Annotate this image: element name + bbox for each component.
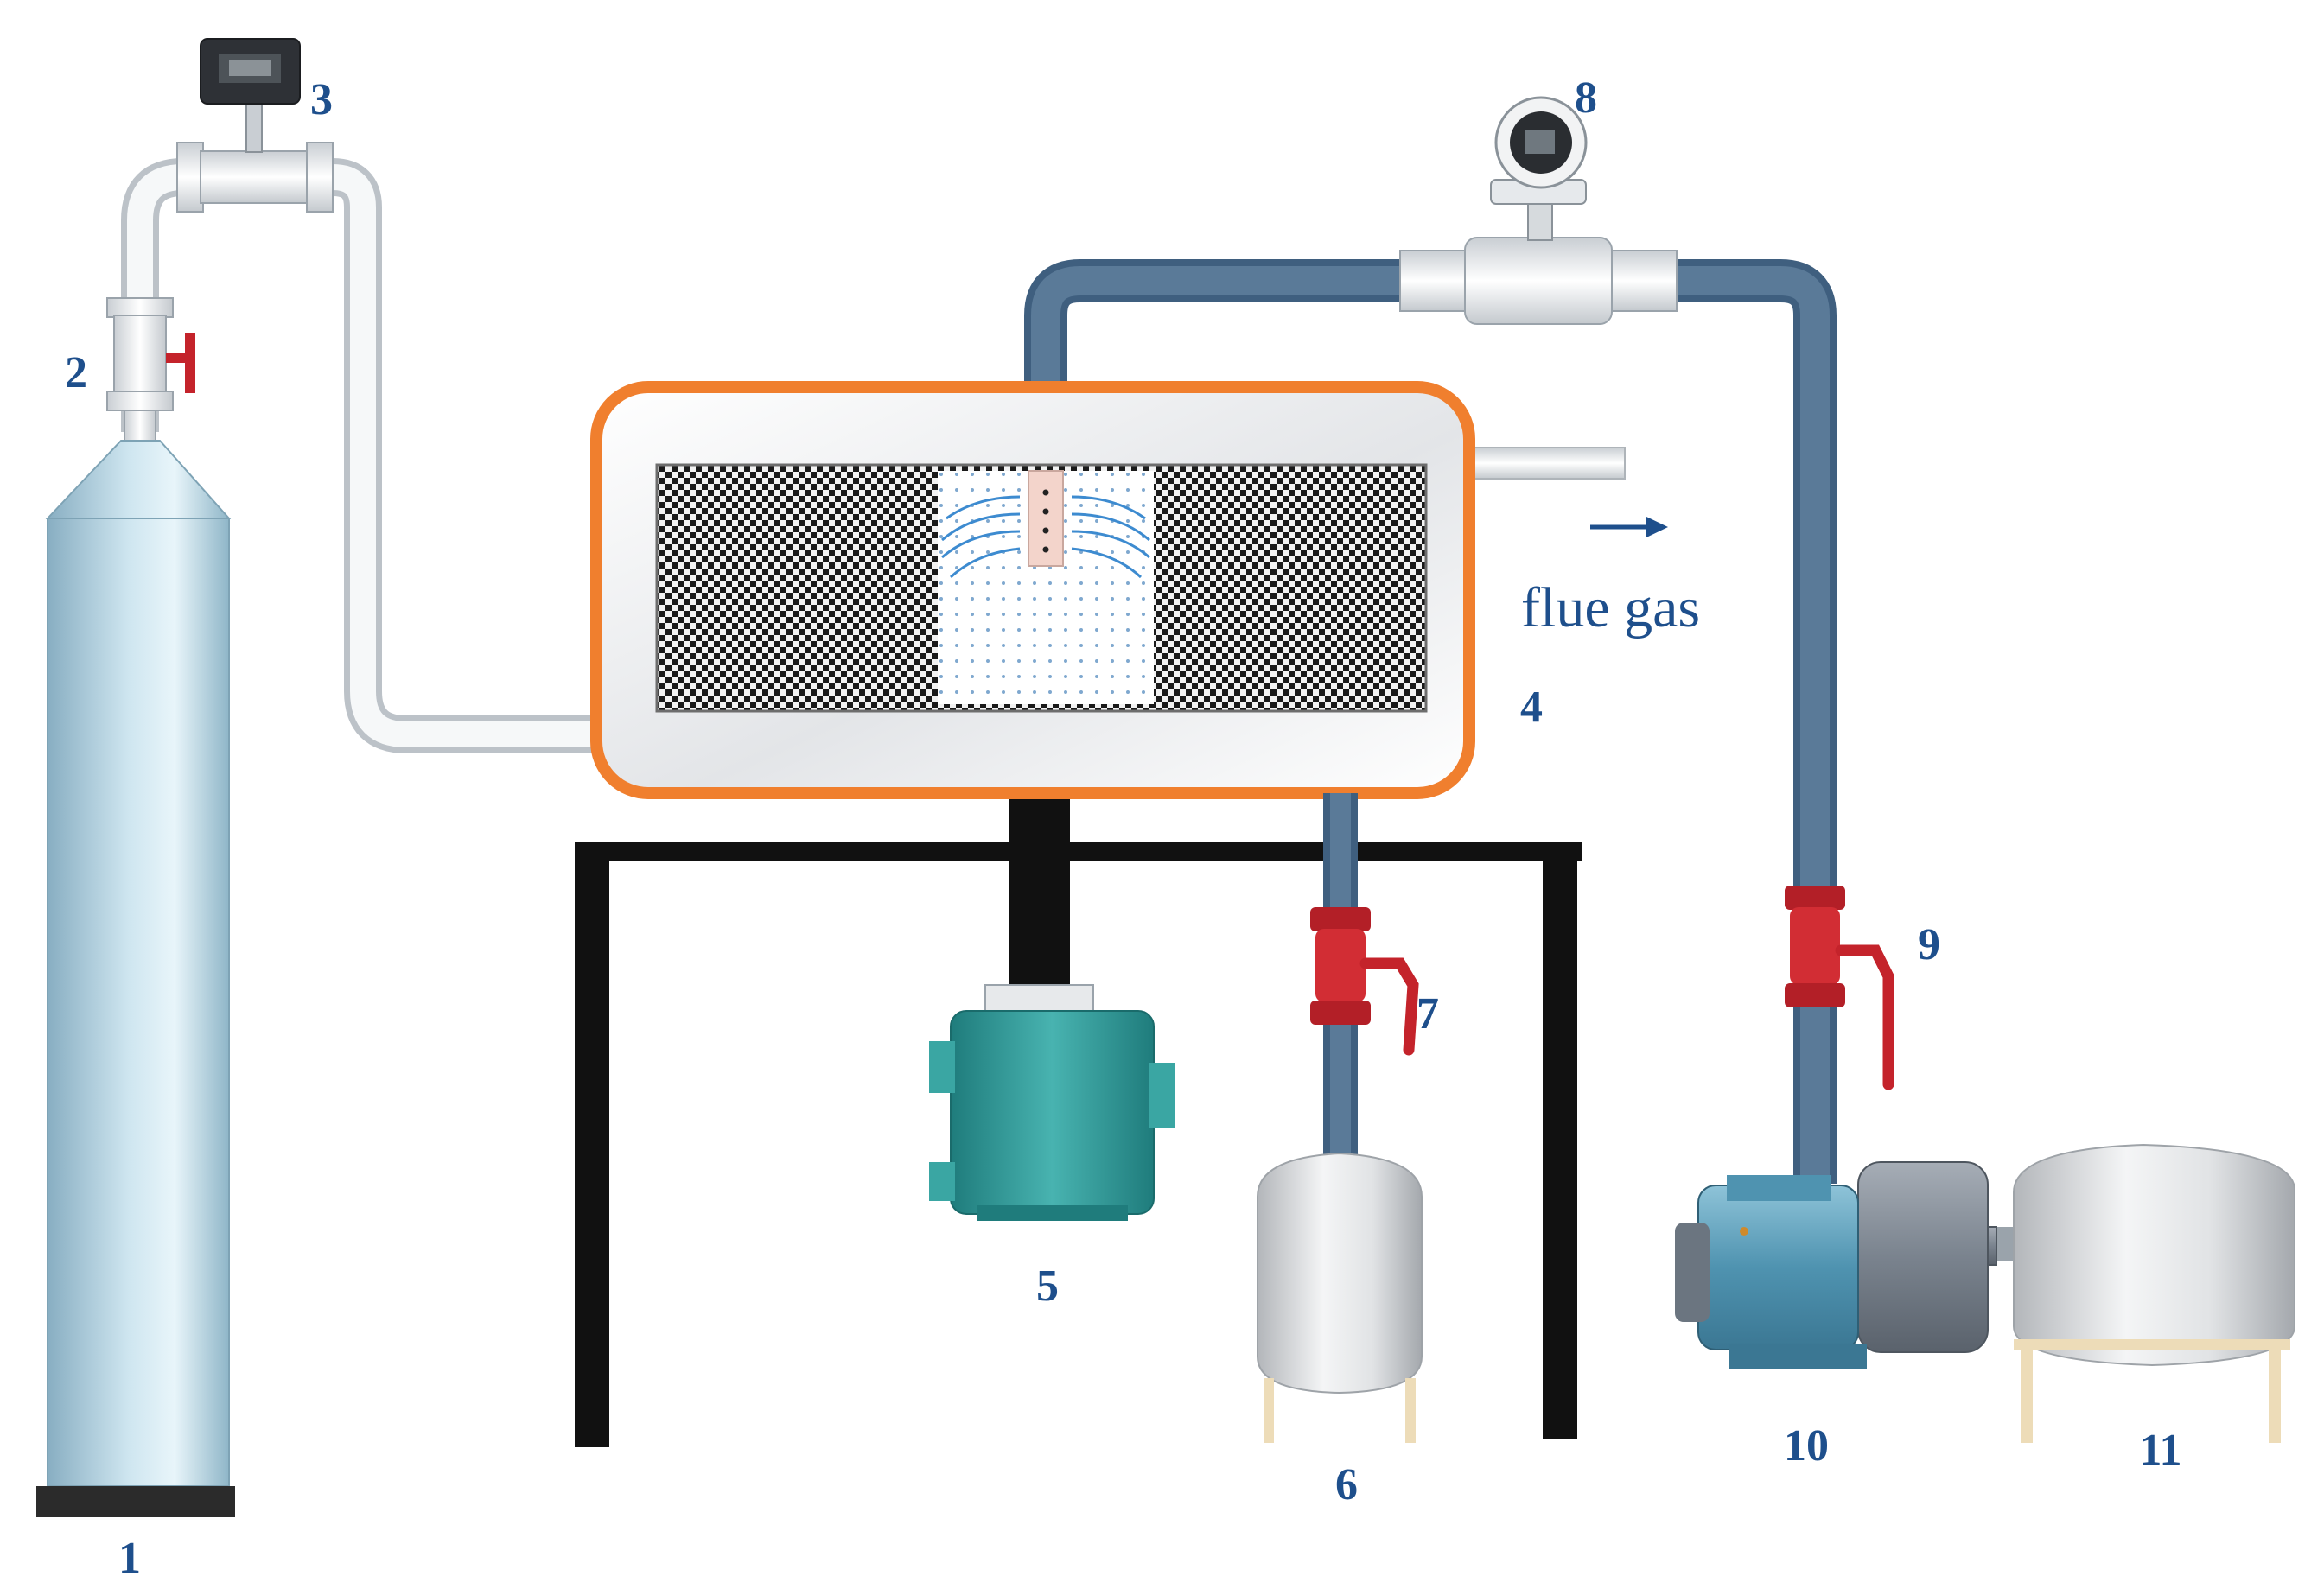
arrow-right-icon xyxy=(1590,517,1668,537)
label-regulator: 2 xyxy=(65,348,87,397)
ball-valve-icon xyxy=(1310,907,1419,1056)
motor-shaft xyxy=(1009,799,1070,989)
gas-flowmeter-icon xyxy=(176,38,334,213)
gas-supply-pipe xyxy=(121,158,605,753)
label-motor: 5 xyxy=(1036,1261,1059,1311)
label-storage-tank: 11 xyxy=(2139,1426,2181,1475)
label-drain-valve: 7 xyxy=(1417,989,1439,1039)
liquid-flowmeter-icon xyxy=(1399,96,1678,325)
gas-cylinder-icon xyxy=(36,405,235,1517)
pump-icon xyxy=(1675,1161,1997,1369)
tank-icon xyxy=(1992,1143,2295,1443)
regulator-valve-icon xyxy=(106,297,195,411)
label-collection-tank: 6 xyxy=(1335,1460,1358,1509)
label-gas-flowmeter: 3 xyxy=(310,75,333,124)
reactor-chamber-icon xyxy=(590,381,1626,799)
label-liquid-flowmeter: 8 xyxy=(1575,73,1597,123)
flue-gas-label: flue gas xyxy=(1521,576,1700,639)
ball-valve-icon xyxy=(1785,886,1894,1090)
label-gas-cylinder: 1 xyxy=(118,1534,141,1583)
motor-icon xyxy=(929,984,1175,1221)
label-pump: 10 xyxy=(1784,1421,1829,1471)
tank-icon xyxy=(1257,1152,1423,1443)
label-feed-valve: 9 xyxy=(1918,920,1940,969)
label-reactor: 4 xyxy=(1520,683,1543,732)
